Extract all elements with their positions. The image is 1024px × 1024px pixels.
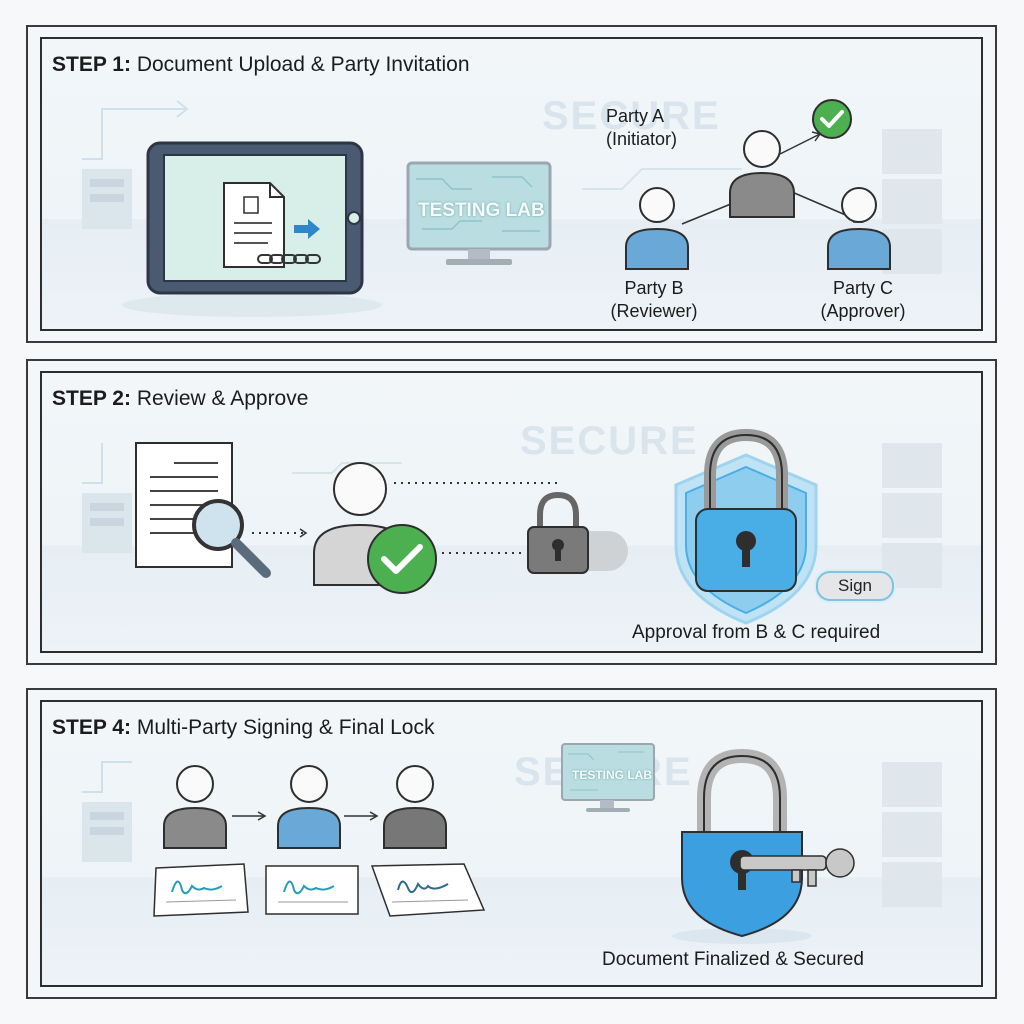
party-a-role: (Initiator) [606,129,678,149]
party-c-avatar [827,187,891,270]
party-a-label: Party A (Initiator) [606,105,677,151]
step-4-panel: STEP 4: Multi-Party Signing & Final Lock… [26,688,997,999]
step-2-inner: STEP 2: Review & Approve SECURE [40,371,983,653]
magnifier-icon [192,499,271,578]
document-upload-icon [223,182,321,268]
party-b-role: (Reviewer) [610,301,698,321]
step-1-inner: STEP 1: Document Upload & Party Invitati… [40,37,983,331]
signer-1-avatar [163,765,227,849]
party-c-name: Party C [832,278,893,298]
step-1-text: Document Upload & Party Invitation [136,53,470,76]
signature-card-3 [370,863,486,917]
final-lock-key-icon [672,748,855,944]
step-1-panel: STEP 1: Document Upload & Party Invitati… [26,25,997,343]
party-b-label: Party B (Reviewer) [606,277,702,323]
step-1-watermark: SECURE [542,94,721,138]
step-1-background-circuit [82,100,942,274]
check-badge-icon [812,99,852,139]
signer-2-avatar [277,765,341,849]
step-2-panel: STEP 2: Review & Approve SECURE [26,359,997,665]
step-4-title: STEP 4: Multi-Party Signing & Final Lock [52,716,434,740]
signer-sequence-arrows [232,811,379,821]
step-4-caption: Document Finalized & Secured [602,949,864,970]
party-c-role: (Approver) [820,301,906,321]
step-1-number: STEP 1: [52,53,131,76]
step-4-inner: STEP 4: Multi-Party Signing & Final Lock… [40,700,983,987]
party-b-name: Party B [624,278,684,298]
monitor-icon [406,161,552,265]
small-padlock-icon [527,491,628,574]
small-monitor-icon [561,743,655,812]
step-2-watermark: SECURE [520,419,699,463]
step-4-background-circuit [82,761,942,907]
step-2-title: STEP 2: Review & Approve [52,387,308,411]
party-a-name: Party A [606,106,665,126]
dotted-connectors [252,482,562,554]
step-4-text: Multi-Party Signing & Final Lock [136,716,435,739]
step-1-title: STEP 1: Document Upload & Party Invitati… [52,53,470,77]
signature-card-1 [153,863,249,917]
party-c-label: Party C (Approver) [808,277,918,323]
step-2-caption: Approval from B & C required [632,622,881,643]
signature-card-2 [265,865,359,915]
signer-3-avatar [383,765,447,849]
monitor-screen-text: TESTING LAB [418,200,545,221]
step-2-text: Review & Approve [136,387,309,410]
shield-lock-icon [674,428,818,625]
party-b-avatar [625,187,689,270]
small-monitor-screen-text: TESTING LAB [572,768,652,782]
party-a-avatar [729,130,795,218]
step-4-number: STEP 4: [52,716,131,739]
approved-check-icon [367,524,437,594]
step-2-number: STEP 2: [52,387,131,410]
sign-button[interactable]: Sign [816,571,894,601]
